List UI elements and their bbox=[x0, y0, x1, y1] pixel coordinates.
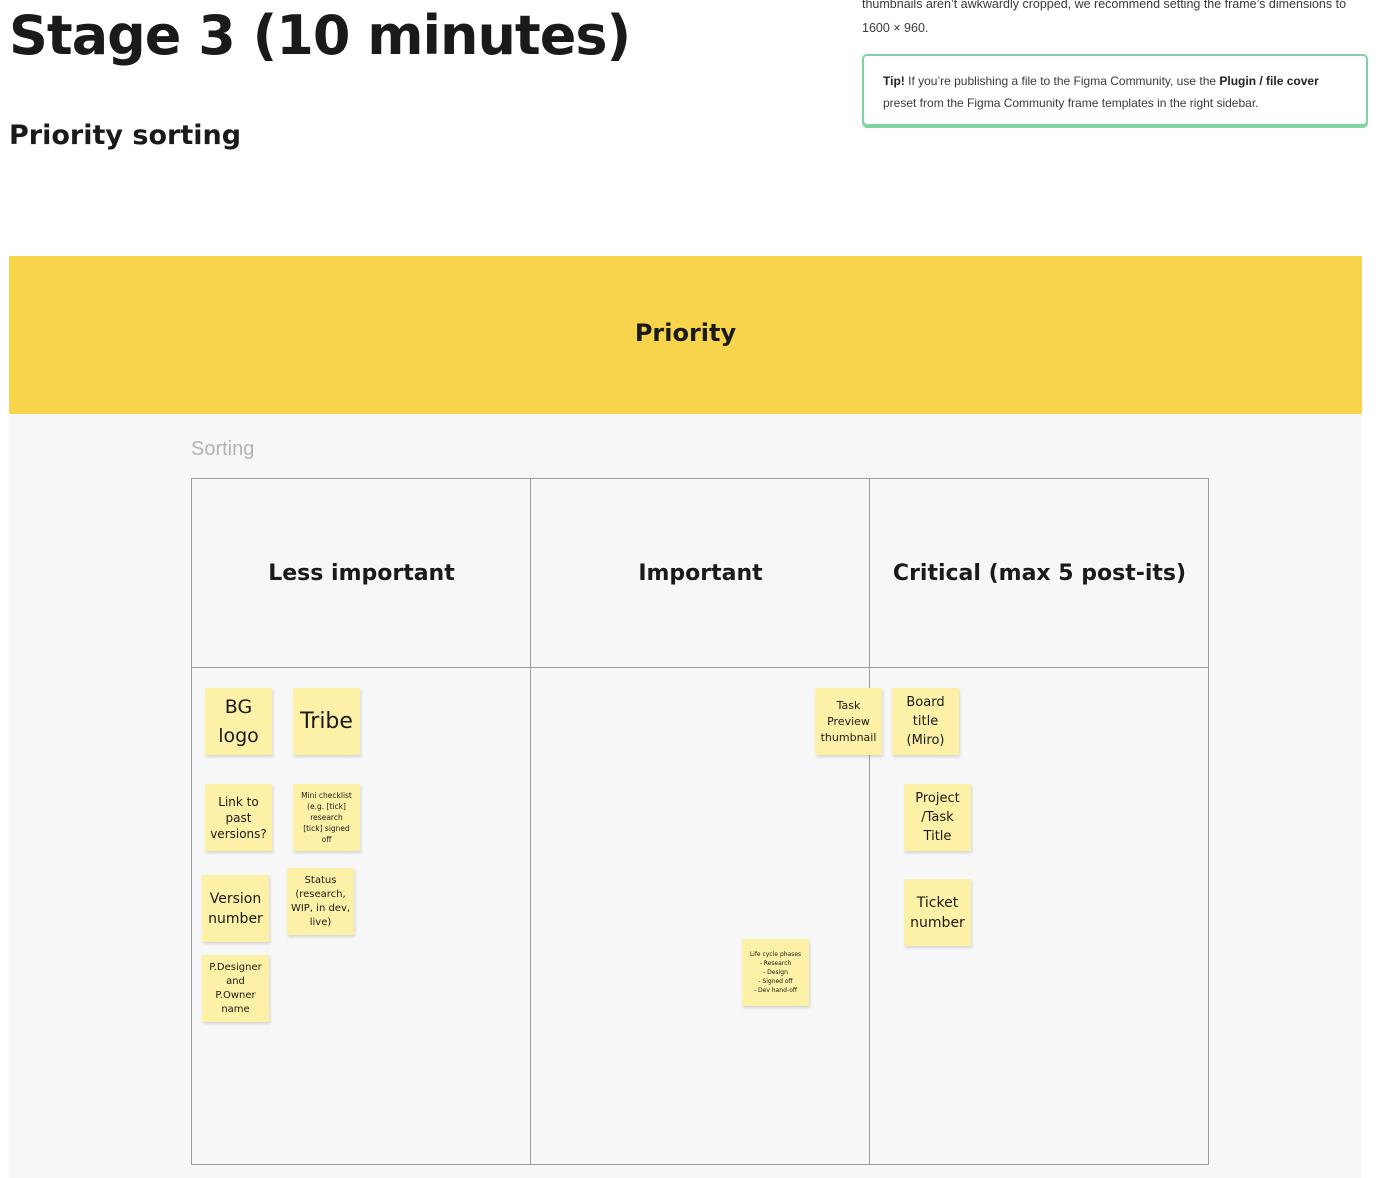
sticky-note-text: Project /Task Title bbox=[915, 791, 960, 844]
sticky-note-text: P.Designer and P.Owner name bbox=[209, 961, 262, 1015]
sticky-note-text: Mini checklist (e.g. [tick] research [ti… bbox=[301, 791, 352, 844]
sticky-note[interactable]: Version number bbox=[202, 875, 269, 942]
sticky-note[interactable]: Link to past versions? bbox=[205, 784, 272, 851]
sticky-note[interactable]: Tribe bbox=[293, 688, 360, 755]
column-header-critical: Critical (max 5 post-its) bbox=[892, 560, 1187, 586]
note-line-1: thumbnails aren’t awkwardly cropped, we … bbox=[862, 0, 1347, 11]
sorting-section-label: Sorting bbox=[191, 438, 255, 460]
sticky-note[interactable]: Life cycle phases - Research - Design - … bbox=[742, 939, 809, 1006]
tip-lead: Tip! bbox=[883, 74, 905, 88]
note-line-2: 1600 × 960. bbox=[862, 21, 929, 35]
sticky-note-text: Version number bbox=[208, 890, 263, 927]
sticky-note-text: Task Preview thumbnail bbox=[820, 698, 877, 744]
column-header-less-important: Less important bbox=[268, 560, 455, 586]
sticky-note[interactable]: BG logo bbox=[205, 688, 272, 755]
header-divider bbox=[192, 667, 1208, 668]
sticky-note-text: BG logo bbox=[218, 695, 259, 747]
sticky-note-text: Status (research, WIP, in dev, live) bbox=[290, 874, 351, 928]
frame-dimension-note: thumbnails aren’t awkwardly cropped, we … bbox=[862, 0, 1377, 40]
tip-text-before: If you’re publishing a file to the Figma… bbox=[904, 74, 1220, 88]
sticky-note[interactable]: Mini checklist (e.g. [tick] research [ti… bbox=[293, 784, 360, 851]
sticky-note[interactable]: Status (research, WIP, in dev, live) bbox=[287, 868, 354, 935]
priority-banner-label: Priority bbox=[634, 319, 737, 347]
sticky-note-text: Life cycle phases - Research - Design - … bbox=[749, 951, 802, 994]
sticky-note[interactable]: Board title (Miro) bbox=[892, 688, 959, 755]
sticky-note[interactable]: Ticket number bbox=[904, 879, 971, 946]
tip-text-after: preset from the Figma Community frame te… bbox=[883, 96, 1259, 110]
column-divider bbox=[530, 479, 531, 1164]
priority-banner: Priority bbox=[9, 256, 1362, 414]
sticky-note-text: Link to past versions? bbox=[210, 794, 267, 841]
column-header-important: Important bbox=[638, 560, 763, 586]
section-subtitle: Priority sorting bbox=[9, 120, 242, 151]
sticky-note[interactable]: Task Preview thumbnail bbox=[815, 688, 882, 755]
sticky-note-text: Tribe bbox=[300, 708, 353, 734]
sticky-note-text: Board title (Miro) bbox=[906, 695, 945, 748]
priority-sorting-grid: Less important Important Critical (max 5… bbox=[191, 478, 1209, 1165]
sticky-note[interactable]: Project /Task Title bbox=[904, 784, 971, 851]
sticky-note-text: Ticket number bbox=[910, 894, 965, 931]
tip-callout: Tip! If you’re publishing a file to the … bbox=[862, 54, 1368, 126]
page-title: Stage 3 (10 minutes) bbox=[9, 4, 631, 67]
sticky-note[interactable]: P.Designer and P.Owner name bbox=[202, 955, 269, 1022]
tip-highlight: Plugin / file cover bbox=[1219, 74, 1319, 88]
column-divider bbox=[869, 479, 870, 1164]
